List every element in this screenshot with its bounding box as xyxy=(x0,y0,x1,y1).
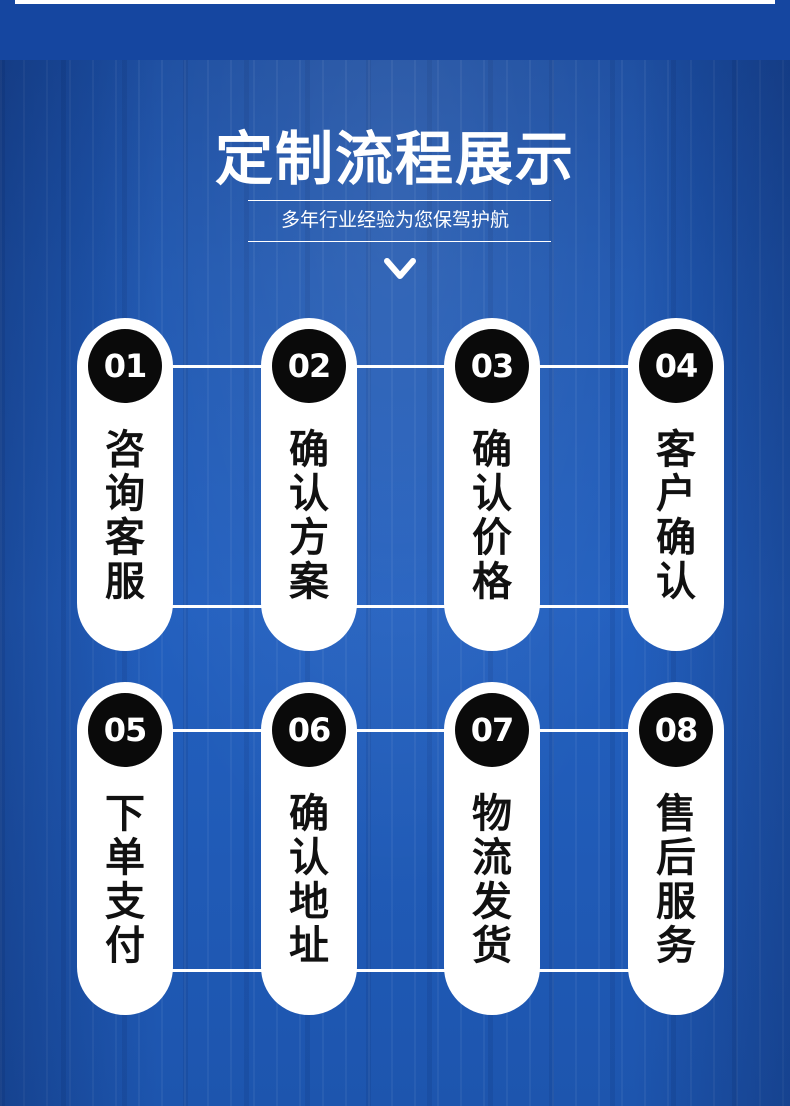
step-label: 下单支付 xyxy=(105,791,145,969)
step-connector-row2-top xyxy=(160,729,640,732)
step-number-badge: 03 xyxy=(455,329,529,403)
step-card-2: 02 确认方案 xyxy=(261,318,357,651)
step-number-badge: 05 xyxy=(88,693,162,767)
step-label: 售后服务 xyxy=(656,791,696,969)
step-label: 物流发货 xyxy=(472,791,512,969)
step-card-1: 01 咨询客服 xyxy=(77,318,173,651)
chevron-down-icon xyxy=(384,258,416,279)
top-banner xyxy=(0,0,790,60)
step-number-badge: 07 xyxy=(455,693,529,767)
step-card-8: 08 售后服务 xyxy=(628,682,724,1015)
step-label: 咨询客服 xyxy=(105,427,145,605)
step-number-badge: 02 xyxy=(272,329,346,403)
step-card-7: 07 物流发货 xyxy=(444,682,540,1015)
step-number-badge: 04 xyxy=(639,329,713,403)
step-card-3: 03 确认价格 xyxy=(444,318,540,651)
step-label: 客户确认 xyxy=(656,427,696,605)
top-divider xyxy=(15,0,775,4)
subtitle-rule-bottom xyxy=(248,241,551,242)
step-card-5: 05 下单支付 xyxy=(77,682,173,1015)
step-label: 确认方案 xyxy=(289,427,329,605)
step-number-badge: 06 xyxy=(272,693,346,767)
step-connector-row2-bottom xyxy=(160,969,640,972)
step-number-badge: 01 xyxy=(88,329,162,403)
step-card-4: 04 客户确认 xyxy=(628,318,724,651)
step-connector-row1-top xyxy=(160,365,640,368)
subtitle-rule-top xyxy=(248,200,551,201)
step-card-6: 06 确认地址 xyxy=(261,682,357,1015)
step-number-badge: 08 xyxy=(639,693,713,767)
page-title: 定制流程展示 xyxy=(214,125,575,193)
step-connector-row1-bottom xyxy=(160,605,640,608)
step-label: 确认地址 xyxy=(289,791,329,969)
page-subtitle: 多年行业经验为您保驾护航 xyxy=(280,209,509,231)
step-label: 确认价格 xyxy=(472,427,512,605)
